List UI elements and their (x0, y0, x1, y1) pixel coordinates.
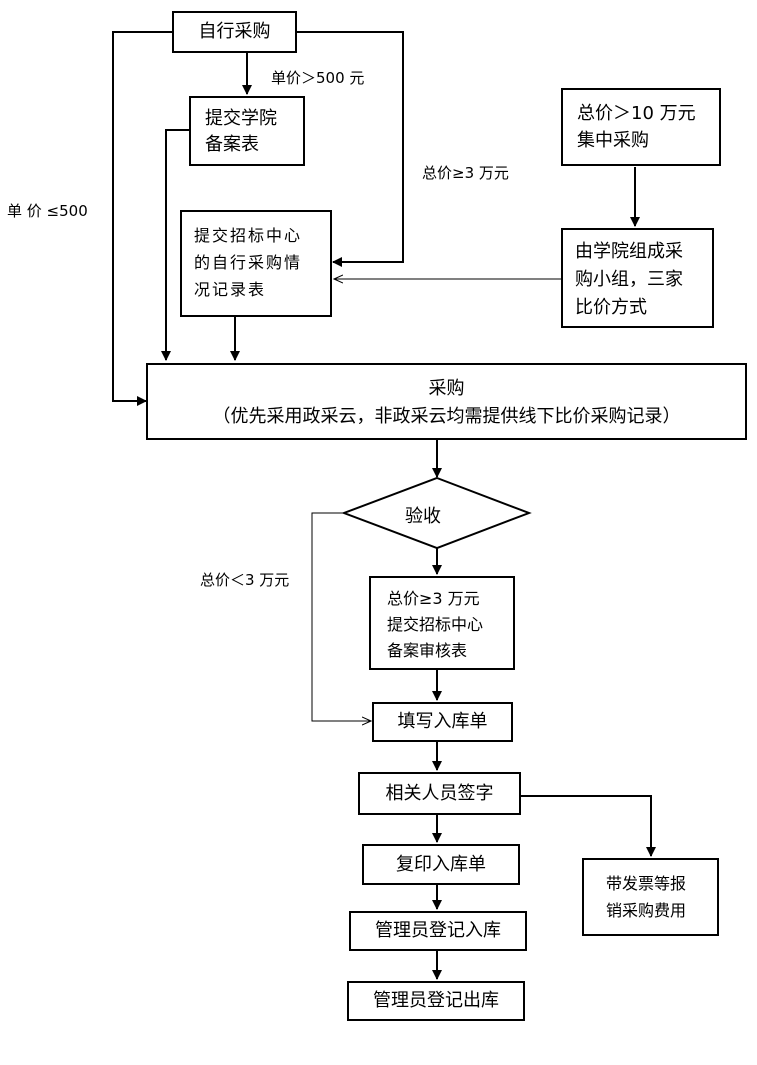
edge-college-form-to-purchase (161, 129, 189, 361)
node-self-purchase-text: 自行采购 (198, 21, 271, 42)
label-unit-price-gt-500: 单价＞500 元 (271, 69, 365, 87)
node-submit-bidding-record: 提交招标中心 的自行采购情 况记录表 (180, 210, 332, 317)
edge-sign-to-reimburse (520, 795, 656, 857)
node-purchase-note: （优先采用政采云，非政采云均需提供线下比价采购记录） (212, 406, 681, 427)
node-admin-register-in-text: 管理员登记入库 (375, 920, 501, 941)
node-submit-bidding-record-text: 提交招标中心 的自行采购情 况记录表 (194, 226, 303, 299)
node-submit-college-form: 提交学院 备案表 (189, 96, 305, 166)
node-purchase: 采购 （优先采用政采云，非政采云均需提供线下比价采购记录） (146, 363, 747, 440)
node-central-purchase-text: 总价＞10 万元 集中采购 (577, 103, 696, 151)
edge-self-to-purchase-direct (112, 31, 172, 406)
node-acceptance-text: 验收 (405, 506, 441, 527)
node-copy-warehouse-form-text: 复印入库单 (396, 853, 486, 875)
edge-acceptance-to-warehouse-form (311, 512, 371, 721)
node-central-purchase: 总价＞10 万元 集中采购 (561, 88, 721, 166)
node-submit-review-form: 总价≥3 万元 提交招标中心 备案审核表 (369, 576, 515, 670)
node-self-purchase: 自行采购 (172, 11, 297, 53)
label-total-price-lt-3w: 总价＜3 万元 (200, 571, 290, 589)
label-unit-price-le-500: 单 价 ≤500 (7, 202, 88, 220)
node-invoice-reimburse-text: 带发票等报 销采购费用 (606, 874, 687, 920)
edge-self-to-bidding-record (297, 31, 404, 267)
node-college-group-text: 由学院组成采 购小组，三家 比价方式 (575, 241, 683, 318)
node-submit-college-form-text: 提交学院 备案表 (205, 108, 277, 155)
node-admin-register-out: 管理员登记出库 (347, 981, 525, 1021)
node-submit-review-form-text: 总价≥3 万元 提交招标中心 备案审核表 (387, 589, 484, 660)
label-total-price-ge-3w: 总价≥3 万元 (422, 164, 509, 182)
node-fill-warehouse-form-text: 填写入库单 (397, 711, 488, 732)
node-staff-sign-text: 相关人员签字 (385, 782, 494, 804)
node-staff-sign: 相关人员签字 (358, 772, 521, 815)
node-admin-register-out-text: 管理员登记出库 (373, 990, 499, 1011)
node-admin-register-in: 管理员登记入库 (349, 911, 527, 951)
node-college-group: 由学院组成采 购小组，三家 比价方式 (561, 228, 714, 328)
node-purchase-title: 采购 (428, 378, 465, 399)
node-fill-warehouse-form: 填写入库单 (372, 702, 513, 742)
node-invoice-reimburse: 带发票等报 销采购费用 (582, 858, 719, 936)
node-copy-warehouse-form: 复印入库单 (362, 844, 520, 885)
